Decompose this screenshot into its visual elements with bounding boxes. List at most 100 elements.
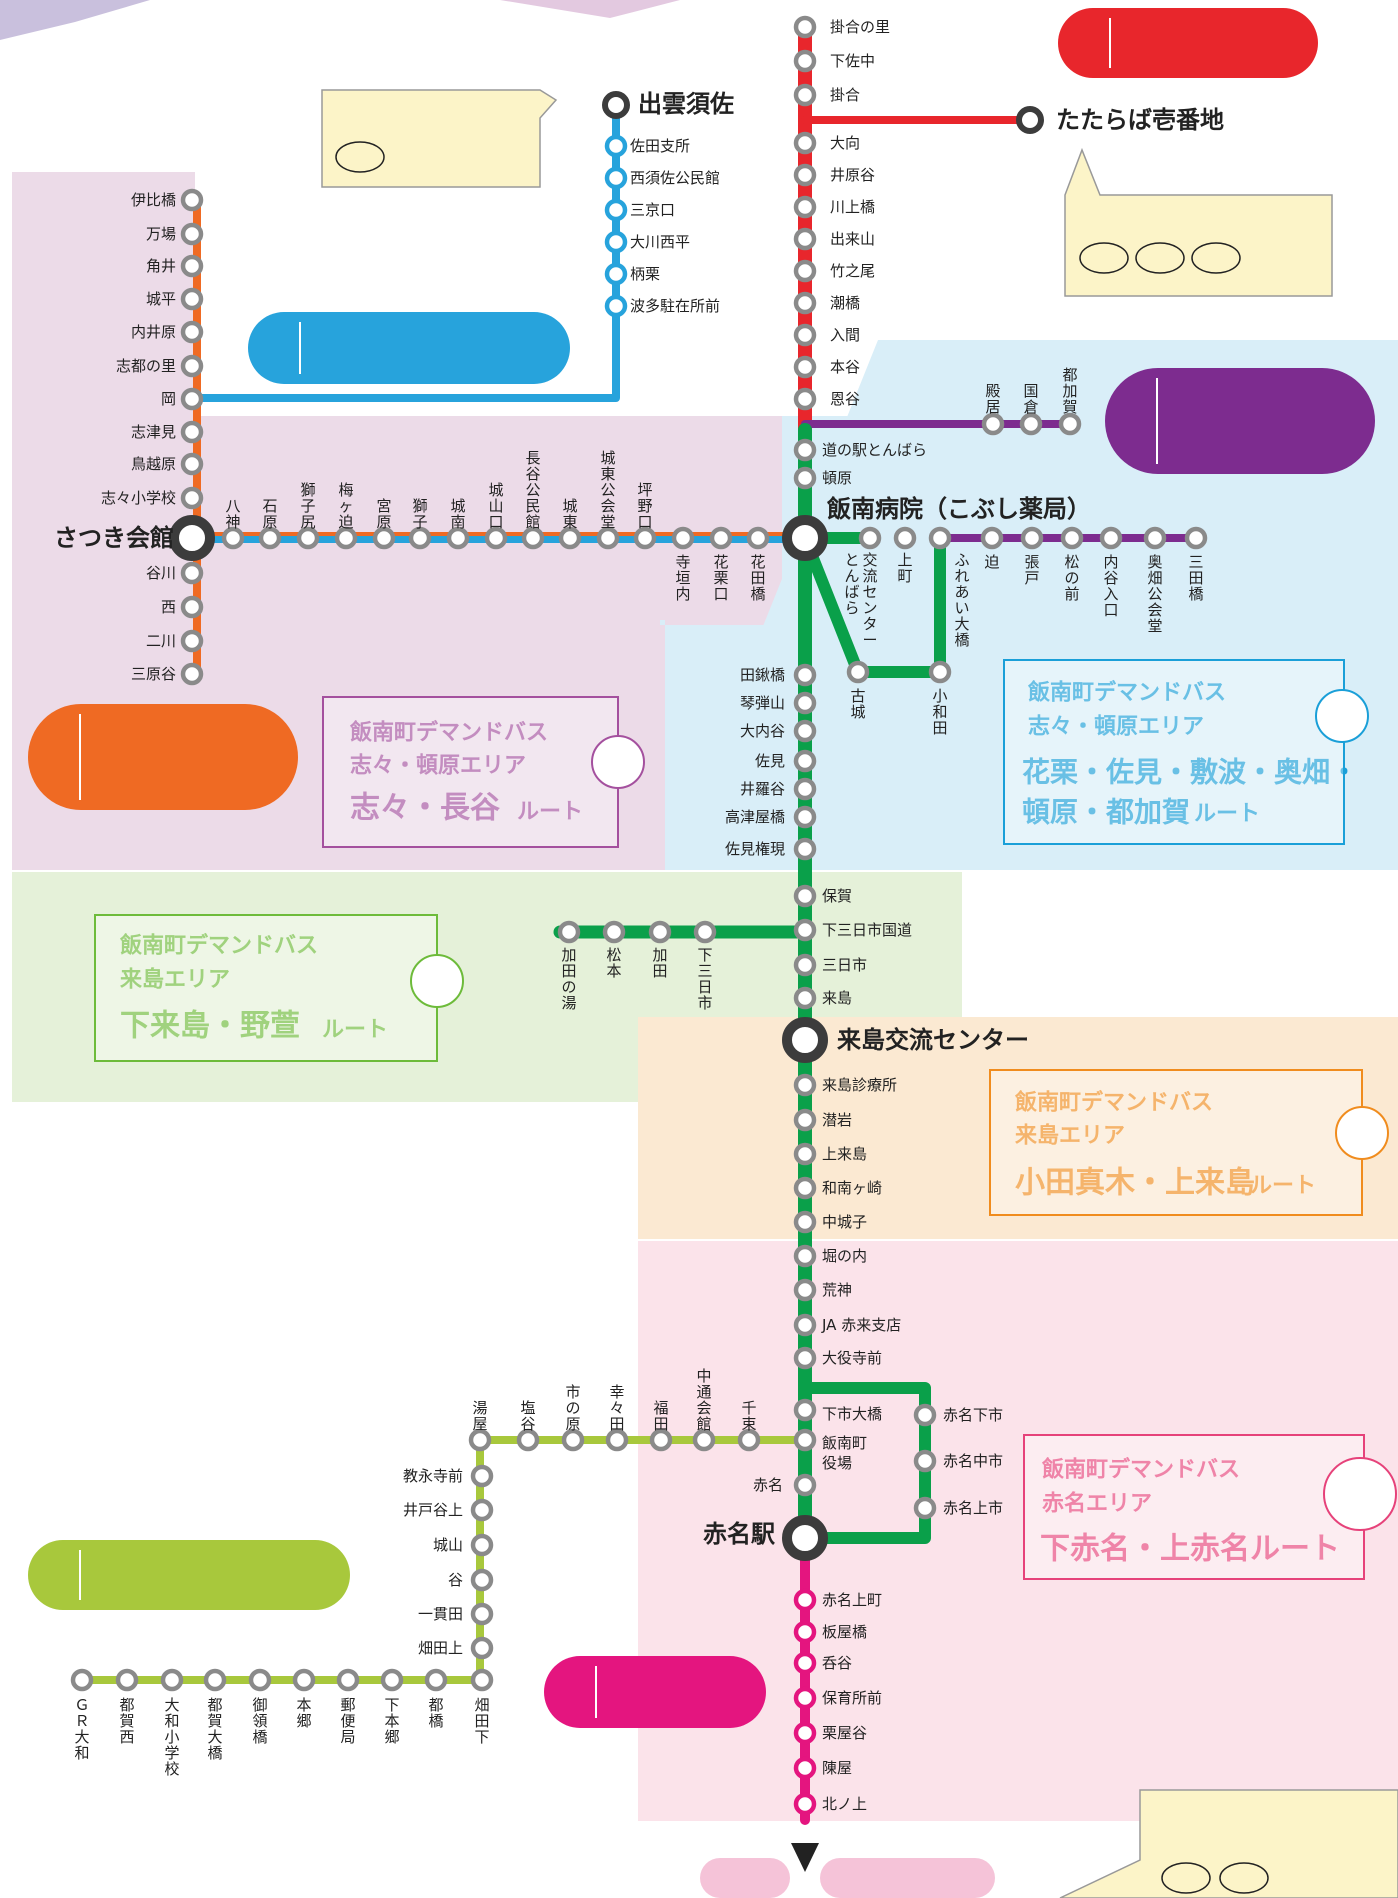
- stop-label-char: 堂: [1147, 617, 1162, 635]
- bus-stop: [793, 131, 817, 155]
- stop-label-char: 都: [1062, 366, 1077, 384]
- stop-label-char: 八: [225, 497, 240, 515]
- stop-label-char: 栗: [713, 569, 728, 587]
- stop-label-vertical: 都橋: [428, 1696, 443, 1730]
- stop-label-char: 原: [376, 513, 391, 531]
- bus-stop: [558, 526, 582, 550]
- stop-label-char: 田: [1188, 569, 1203, 587]
- bus-stop: [180, 222, 204, 246]
- bus-stop: [793, 83, 817, 107]
- bus-stop: [1143, 526, 1167, 550]
- stop-label-vertical: 国倉: [1023, 382, 1038, 416]
- stop-label-vertical: 湯屋: [472, 1399, 487, 1433]
- stop-label-char: 張: [1024, 553, 1039, 571]
- stop-label-char: 戸: [1024, 569, 1039, 587]
- stop-label: 大内谷: [740, 722, 785, 740]
- stop-label-char: 西: [119, 1728, 134, 1746]
- area-p11-title: 飯南町デマンドバス: [349, 720, 548, 746]
- bus-stop: [180, 387, 204, 411]
- stop-label-char: 山: [488, 497, 503, 515]
- bus-stop: [746, 526, 770, 550]
- stop-label: 井羅谷: [740, 780, 785, 798]
- stop-label: 本谷: [830, 358, 860, 376]
- stop-label: 三原谷: [131, 665, 176, 683]
- stop-label: 下三日市国道: [822, 921, 912, 939]
- stop-label: 佐田支所: [630, 137, 690, 155]
- area-p14-suffix: ルート: [1250, 1174, 1316, 1199]
- stop-label: 中城子: [822, 1213, 867, 1231]
- stop-label-char: 領: [252, 1712, 267, 1730]
- stop-label-char: 南: [450, 513, 465, 531]
- stop-label-char: 花: [713, 553, 728, 571]
- stop-label-char: 寺: [675, 553, 690, 571]
- stop-label-vertical: 福田: [653, 1399, 668, 1433]
- stop-label-char: 大: [207, 1728, 222, 1746]
- callout-jr-city-2-circle: [1219, 1862, 1269, 1894]
- stop-label: 来島診療所: [822, 1076, 897, 1094]
- stop-label: 大向: [830, 134, 860, 152]
- stop-label: 掛合: [830, 86, 860, 104]
- bus-stop: [561, 1428, 585, 1452]
- bus-stop: [793, 387, 817, 411]
- stop-label-char: 郵: [340, 1696, 355, 1714]
- stop-label-char: 野: [637, 497, 652, 515]
- stop-label-vertical: 郵便局: [340, 1696, 355, 1746]
- bus-stop: [180, 452, 204, 476]
- stop-label: JA 赤来支店: [821, 1316, 901, 1334]
- stop-label-char: 下: [384, 1696, 399, 1714]
- stop-label: 飯南町: [822, 1434, 867, 1452]
- stop-label-char: 郷: [384, 1728, 399, 1746]
- bus-stop: [180, 254, 204, 278]
- top-decoration-2: [500, 0, 680, 18]
- area-p11-box: [322, 696, 619, 848]
- hub-stop: [782, 1515, 828, 1561]
- stop-label-vertical: 御領橋: [252, 1696, 267, 1746]
- hub-label-iinan-hospital: 飯南病院（こぶし薬局）: [826, 495, 1091, 523]
- stop-label-vertical: 殿居: [985, 382, 1000, 416]
- stop-label: 井原谷: [830, 166, 875, 184]
- stop-label-char: 都: [119, 1696, 134, 1714]
- bus-stop: [424, 1668, 448, 1692]
- area-p12-subtitle: 志々・頓原エリア: [1028, 715, 1204, 740]
- area-p13-suffix: ルート: [322, 1018, 388, 1043]
- stop-label-char: 松: [1064, 553, 1079, 571]
- bus-stop: [793, 1278, 817, 1302]
- stop-label-char: 東: [600, 465, 615, 483]
- stop-label-char: 館: [696, 1415, 711, 1433]
- stop-label-char: 賀: [1062, 398, 1077, 416]
- bus-stop: [793, 195, 817, 219]
- hub-label-tataraba: たたらば壱番地: [1056, 106, 1224, 134]
- bus-stop: [604, 294, 628, 318]
- stop-label: 赤名上町: [822, 1591, 882, 1609]
- stop-label-char: 神: [225, 513, 240, 531]
- bus-stop: [296, 526, 320, 550]
- stop-label: 頓原: [822, 469, 852, 487]
- bus-stop: [793, 805, 817, 829]
- bus-stop: [793, 466, 817, 490]
- area-p14-page-circle: [1335, 1106, 1389, 1160]
- bus-stop: [793, 1620, 817, 1644]
- stop-label-vertical: 石原: [262, 497, 277, 531]
- stop-label-char: 幸: [609, 1383, 624, 1401]
- bus-stop: [604, 230, 628, 254]
- stop-label-char: 内: [675, 585, 690, 603]
- stop-label-char: 原: [565, 1415, 580, 1433]
- stop-label: 呑谷: [822, 1654, 852, 1672]
- bus-stop: [380, 1668, 404, 1692]
- stop-label-char: 子: [300, 497, 315, 515]
- stop-label-vertical: 塩谷: [520, 1399, 535, 1433]
- stop-label: 鳥越原: [131, 455, 176, 473]
- area-p13-title: 飯南町デマンドバス: [119, 933, 318, 959]
- bus-stop: [709, 526, 733, 550]
- area-p13-route: 下来島・野萱: [120, 1009, 300, 1044]
- stop-label-vertical: 獅子: [412, 497, 427, 531]
- area-p14-title: 飯南町デマンドバス: [1014, 1090, 1213, 1116]
- bus-stop: [793, 1210, 817, 1234]
- stop-label: 赤名下市: [943, 1406, 1003, 1424]
- stop-label: 井戸谷上: [403, 1501, 463, 1519]
- stop-label-char: ー: [862, 631, 877, 649]
